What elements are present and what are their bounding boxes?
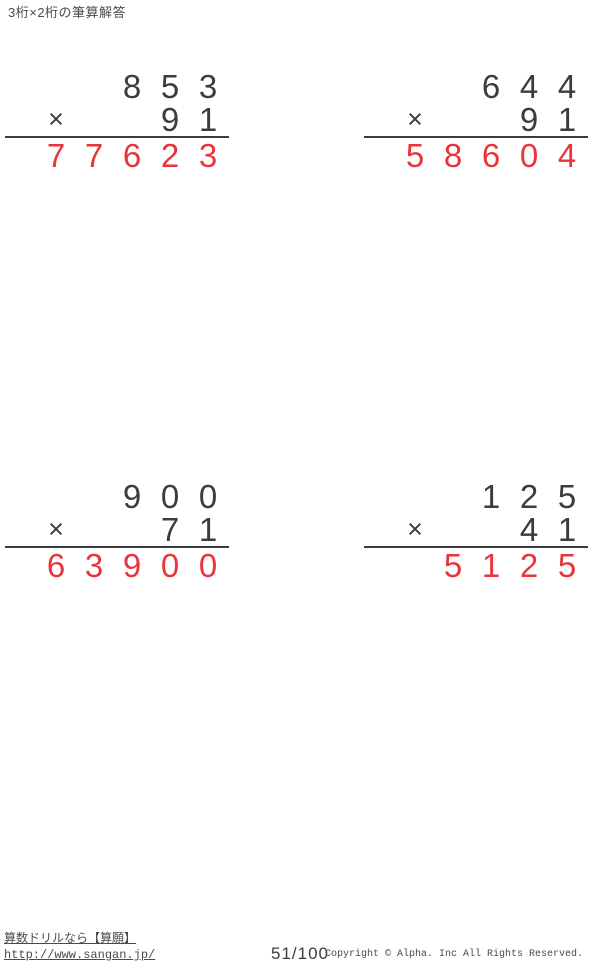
answer-line	[364, 136, 588, 138]
digit-cell	[113, 513, 151, 546]
digit-cell: 1	[557, 101, 577, 138]
digit-cell: 6	[122, 137, 142, 174]
multiplication-sign: ×	[48, 514, 64, 544]
answer-line	[5, 546, 229, 548]
digit-cell: 9	[122, 547, 142, 584]
digit-cell: 8	[443, 137, 463, 174]
digit-cell: 2	[160, 137, 180, 174]
multiplication-sign: ×	[48, 104, 64, 134]
multiplier-row: × 7 1	[37, 513, 227, 546]
digit-cell	[434, 70, 472, 103]
answer-line	[364, 546, 588, 548]
digit-cell: 5	[443, 547, 463, 584]
digit-cell	[75, 70, 113, 103]
digit-cell: 3	[84, 547, 104, 584]
digit-cell: 9	[160, 101, 180, 138]
problem-2: 6 4 4 × 9 1 5 8 6 0 4	[364, 70, 588, 172]
digit-cell: 1	[198, 101, 218, 138]
digit-cell: 2	[519, 478, 539, 515]
problem-3: 9 0 0 × 7 1 6 3 9 0 0	[5, 480, 229, 582]
digit-cell: 0	[160, 478, 180, 515]
multiplier-row: × 9 1	[37, 103, 227, 136]
digit-cell: 5	[160, 68, 180, 105]
digit-cell: 3	[198, 137, 218, 174]
digit-cell: 1	[198, 511, 218, 548]
digit-cell: 4	[519, 68, 539, 105]
digit-cell	[113, 103, 151, 136]
digit-cell: 9	[122, 478, 142, 515]
page-title: 3桁×2桁の筆算解答	[8, 5, 127, 20]
digit-cell	[37, 480, 75, 513]
digit-cell: 5	[557, 547, 577, 584]
digit-cell	[396, 480, 434, 513]
digit-cell: 0	[198, 478, 218, 515]
digit-cell	[434, 480, 472, 513]
digit-cell	[396, 549, 434, 582]
digit-cell: 1	[481, 547, 501, 584]
product-row: 7 7 6 2 3	[37, 139, 227, 172]
multiplicand-row: 6 4 4	[396, 70, 586, 103]
digit-cell: 6	[481, 68, 501, 105]
footer-site-link[interactable]: 算数ドリルなら【算願】	[4, 931, 137, 945]
digit-cell: 6	[481, 137, 501, 174]
problem-1: 8 5 3 × 9 1 7 7 6 2 3	[5, 70, 229, 172]
multiplication-sign: ×	[407, 514, 423, 544]
digit-cell	[434, 103, 472, 136]
digit-cell	[75, 480, 113, 513]
multiplicand-row: 1 2 5	[396, 480, 586, 513]
digit-cell	[37, 70, 75, 103]
digit-cell: 4	[557, 137, 577, 174]
digit-cell: 6	[46, 547, 66, 584]
digit-cell: 4	[557, 68, 577, 105]
product-row: 5 1 2 5	[396, 549, 586, 582]
copyright-text: Copyright © Alpha. Inc All Rights Reserv…	[325, 949, 584, 960]
digit-cell	[472, 103, 510, 136]
multiplier-row: × 9 1	[396, 103, 586, 136]
digit-cell: 1	[557, 511, 577, 548]
answer-line	[5, 136, 229, 138]
product-row: 5 8 6 0 4	[396, 139, 586, 172]
digit-cell: 7	[46, 137, 66, 174]
problem-4: 1 2 5 × 4 1 5 1 2 5	[364, 480, 588, 582]
multiplicand-row: 9 0 0	[37, 480, 227, 513]
digit-cell: 2	[519, 547, 539, 584]
digit-cell	[434, 513, 472, 546]
digit-cell: 0	[519, 137, 539, 174]
digit-cell: 4	[519, 511, 539, 548]
digit-cell	[75, 513, 113, 546]
multiplicand-row: 8 5 3	[37, 70, 227, 103]
digit-cell	[396, 70, 434, 103]
digit-cell: 3	[198, 68, 218, 105]
page-number: 51/100	[271, 944, 329, 963]
digit-cell: 9	[519, 101, 539, 138]
digit-cell	[472, 513, 510, 546]
product-row: 6 3 9 0 0	[37, 549, 227, 582]
digit-cell: 5	[557, 478, 577, 515]
footer-url-link[interactable]: http://www.sangan.jp/	[4, 948, 156, 962]
digit-cell	[75, 103, 113, 136]
digit-cell: 5	[405, 137, 425, 174]
digit-cell: 1	[481, 478, 501, 515]
multiplication-sign: ×	[407, 104, 423, 134]
digit-cell: 8	[122, 68, 142, 105]
digit-cell: 0	[198, 547, 218, 584]
digit-cell: 7	[160, 511, 180, 548]
multiplier-row: × 4 1	[396, 513, 586, 546]
digit-cell: 0	[160, 547, 180, 584]
digit-cell: 7	[84, 137, 104, 174]
